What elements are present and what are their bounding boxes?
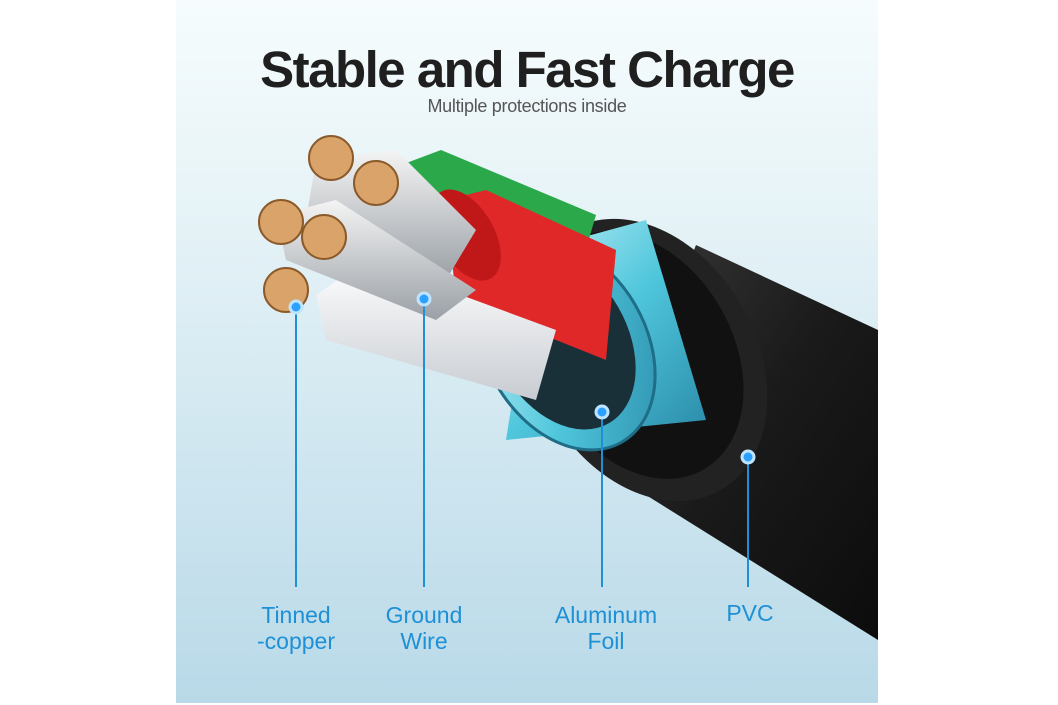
- callout-dot-tinned-copper: [288, 299, 304, 315]
- label-line: Ground: [385, 602, 463, 628]
- label-line: Wire: [400, 628, 448, 654]
- page-title: Stable and Fast Charge: [260, 41, 795, 98]
- label-line: Aluminum: [554, 602, 658, 628]
- label-aluminum-foil: Aluminum Foil: [526, 602, 686, 654]
- label-line: -copper: [257, 628, 335, 654]
- cable-cross-section-illustration: [258, 135, 878, 640]
- label-line: Foil: [587, 628, 625, 654]
- label-pvc: PVC: [670, 600, 830, 626]
- callout-dot-aluminum-foil: [594, 404, 610, 420]
- tinned-copper-strand-ends: [258, 135, 399, 313]
- label-tinned-copper: Tinned -copper: [216, 602, 376, 654]
- callout-dot-pvc: [740, 449, 756, 465]
- callout-dot-ground-wire: [416, 291, 432, 307]
- callout-lines: [295, 299, 749, 587]
- label-ground-wire: Ground Wire: [344, 602, 504, 654]
- product-infographic: Stable and Fast Charge Multiple protecti…: [176, 0, 878, 703]
- label-line: Tinned: [261, 602, 331, 628]
- page-subtitle: Multiple protections inside: [427, 96, 627, 116]
- label-line: PVC: [726, 600, 774, 626]
